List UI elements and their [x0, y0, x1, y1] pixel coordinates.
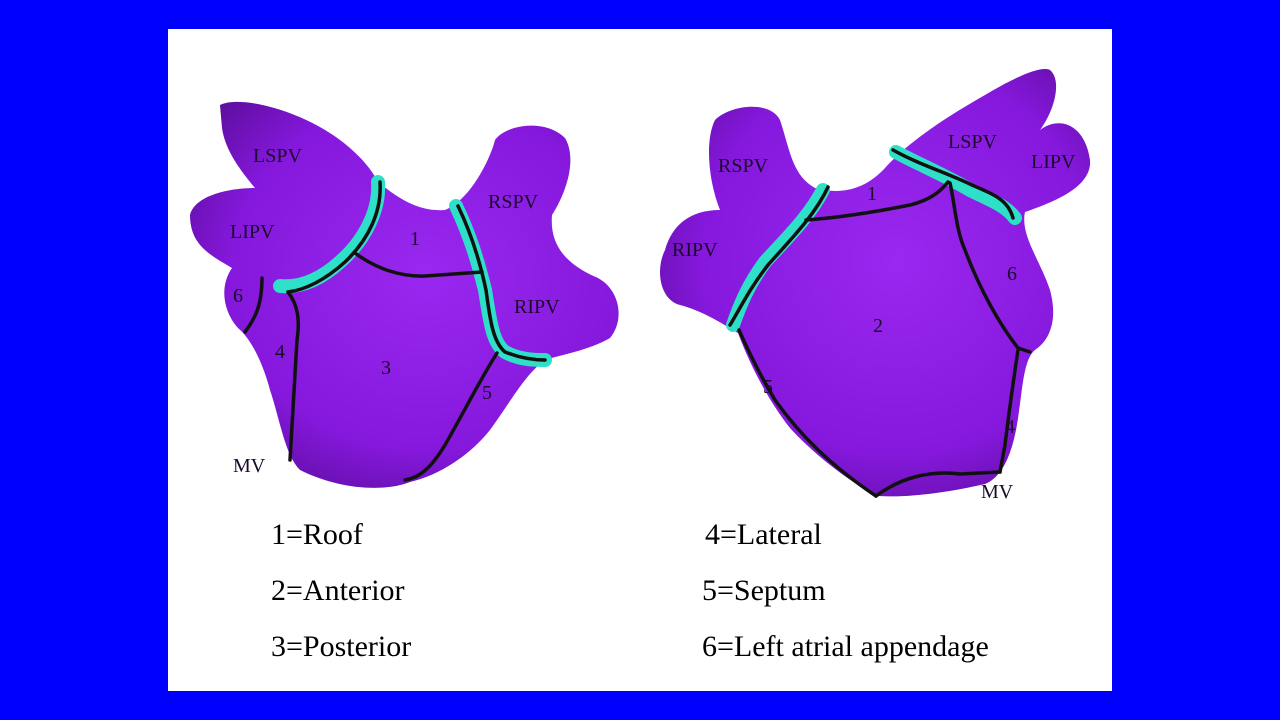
boundary-lines-right — [728, 148, 1032, 498]
atrium-shape-left — [190, 101, 619, 488]
label-region-5: 5 — [482, 382, 492, 404]
label-region-6-right: 6 — [1007, 263, 1017, 285]
label-region-4-right: 4 — [1005, 416, 1015, 438]
posterior-view-atrium: LSPV LIPV RSPV RIPV 1 3 4 5 6 MV — [190, 101, 619, 488]
label-rspv-right: RSPV — [718, 155, 769, 177]
label-lipv: LIPV — [230, 221, 275, 243]
label-ripv: RIPV — [514, 296, 560, 318]
label-region-3: 3 — [381, 357, 391, 379]
label-region-1: 1 — [410, 228, 420, 250]
label-lspv-right: LSPV — [948, 131, 997, 153]
label-rspv: RSPV — [488, 191, 539, 213]
label-lspv: LSPV — [253, 145, 302, 167]
label-region-2-right: 2 — [873, 315, 883, 337]
boundary-lines-left — [243, 180, 547, 482]
label-region-6: 6 — [233, 285, 243, 307]
label-mv: MV — [233, 455, 266, 477]
label-region-4: 4 — [275, 341, 285, 363]
label-region-5-right: 5 — [763, 376, 773, 398]
legend-anterior: 2=Anterior — [271, 574, 405, 607]
legend-laa: 6=Left atrial appendage — [702, 630, 989, 663]
label-lipv-right: LIPV — [1031, 151, 1076, 173]
atrium-shape-right — [660, 69, 1091, 497]
legend-lateral: 4=Lateral — [705, 518, 822, 551]
legend-septum: 5=Septum — [702, 574, 826, 607]
label-ripv-right: RIPV — [672, 239, 718, 261]
anterior-view-atrium: RSPV RIPV LSPV LIPV 1 2 4 5 6 MV — [660, 69, 1091, 503]
label-region-1-right: 1 — [867, 183, 877, 205]
legend-posterior: 3=Posterior — [271, 630, 412, 663]
label-mv-right: MV — [981, 481, 1014, 503]
legend-roof: 1=Roof — [271, 518, 363, 551]
